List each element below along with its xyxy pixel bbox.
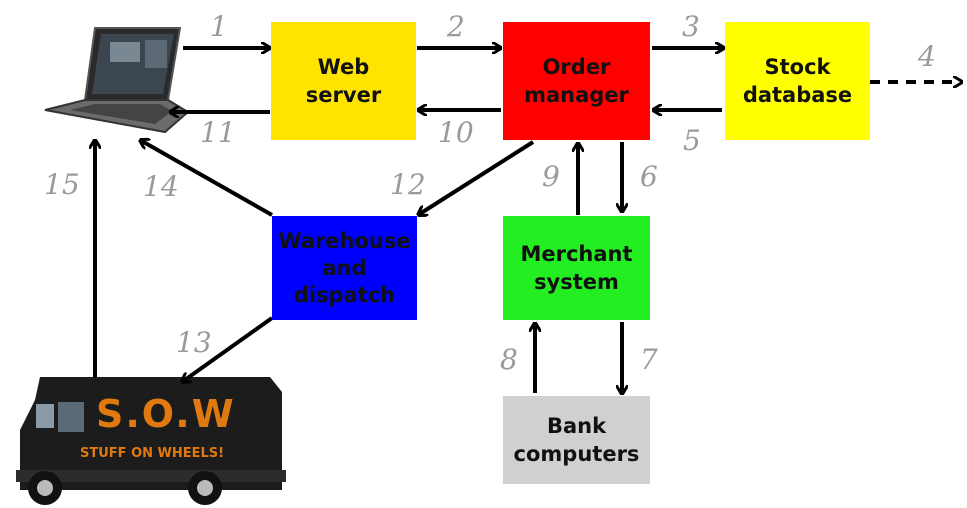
merchant-label: Merchant system [520,242,633,294]
arrow-number-9: 9 [542,160,560,193]
arrow-number-11: 11 [200,116,236,149]
stock-database-label: Stock database [742,55,853,107]
arrow-number-4: 4 [918,40,936,73]
arrow-number-10: 10 [438,116,474,149]
van-brand: S.O.W [96,392,236,436]
arrow-number-15: 15 [44,168,80,201]
arrow-number-3: 3 [682,10,700,43]
van-slogan: STUFF ON WHEELS! [80,446,225,461]
arrow-13 [182,316,274,382]
arrow-number-13: 13 [176,326,212,359]
bank-box: Bank computers [503,396,650,484]
arrow-number-1: 1 [210,10,228,43]
order-manager-label: Order manager [524,55,629,107]
arrow-12 [418,140,535,215]
arrow-number-12: 12 [390,168,426,201]
arrow-number-6: 6 [640,160,658,193]
order-manager-box: Order manager [503,22,650,140]
arrow-number-8: 8 [500,343,518,376]
merchant-box: Merchant system [503,216,650,320]
delivery-van-icon [16,377,286,505]
arrow-14 [140,140,273,217]
laptop-icon [44,27,190,134]
arrow-number-14: 14 [143,170,179,203]
bank-label: Bank computers [513,414,640,466]
warehouse-box: Warehouse and dispatch [272,216,417,320]
arrow-number-2: 2 [447,10,465,43]
arrow-number-7: 7 [640,343,658,376]
web-server-box: Web server [271,22,416,140]
warehouse-label: Warehouse and dispatch [278,228,411,307]
arrow-number-5: 5 [683,124,701,157]
web-server-label: Web server [305,55,382,107]
stock-database-box: Stock database [725,22,870,140]
